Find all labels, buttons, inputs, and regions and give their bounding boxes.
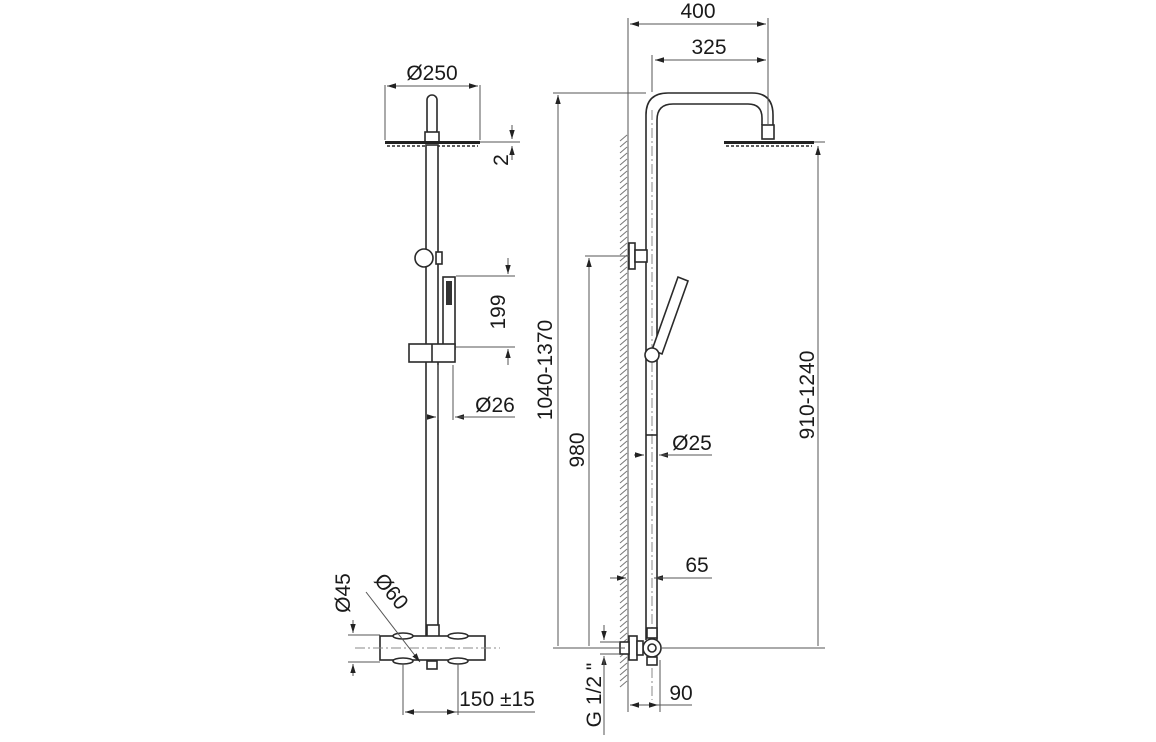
riser-and-arm: [645, 92, 774, 640]
front-view: 400 325 1040-1370 980 910-1240: [534, 0, 825, 735]
label-riser-diameter: Ø25: [672, 432, 712, 455]
dim-arm-400: 400: [627, 0, 769, 130]
label-valve-diameter: Ø45: [332, 573, 355, 613]
label-head-thickness: 2: [490, 154, 513, 166]
label-riser-wall: 65: [685, 554, 708, 577]
wall-hatch: [619, 130, 629, 688]
label-bracket-height: 980: [566, 432, 589, 467]
label-valve-wall: 90: [669, 682, 692, 705]
shower-head-front: [724, 124, 814, 147]
dim-handset-length: 199: [456, 258, 515, 365]
dim-inlet-centres: 150 ±15: [402, 664, 535, 715]
dim-head-diameter: Ø250: [384, 62, 481, 140]
dim-head-height: 910-1240: [660, 141, 825, 649]
label-rail-diameter: Ø26: [475, 394, 515, 417]
dim-head-thickness: 2: [480, 125, 520, 166]
label-overall-height: 1040-1370: [534, 320, 557, 420]
dim-arm-325: 325: [651, 36, 766, 92]
label-arm-325: 325: [691, 36, 726, 59]
hand-shower-side: [408, 276, 456, 363]
label-head-height: 910-1240: [796, 351, 819, 440]
dim-bracket-height: 980: [566, 255, 629, 646]
wall-bracket-side: [414, 248, 434, 268]
dim-overall-height: 1040-1370: [534, 92, 646, 649]
label-knob-diameter: Ø60: [369, 569, 412, 614]
dim-riser-diameter: Ø25: [634, 432, 712, 458]
shower-head-side: [385, 94, 480, 147]
side-view: Ø250 2 199 Ø26 Ø45: [332, 62, 535, 715]
dim-valve-diameter: Ø45: [332, 573, 380, 676]
dim-rail-diameter: Ø26: [425, 365, 515, 420]
label-arm-400: 400: [680, 0, 715, 23]
dim-valve-wall: 90: [627, 660, 693, 712]
label-inlet-thread: G 1/2 ": [583, 663, 606, 728]
thermostatic-valve-side: [355, 624, 500, 670]
hand-shower-front: [644, 275, 690, 363]
dim-inlet-thread: G 1/2 ": [583, 625, 620, 735]
riser-pipe-side: [425, 144, 439, 636]
label-handset-length: 199: [487, 294, 510, 329]
label-head-diameter: Ø250: [406, 62, 457, 85]
label-inlet-centres: 150 ±15: [459, 688, 535, 711]
dim-riser-wall: 65: [610, 554, 712, 581]
wall-bracket-front: [628, 242, 648, 270]
